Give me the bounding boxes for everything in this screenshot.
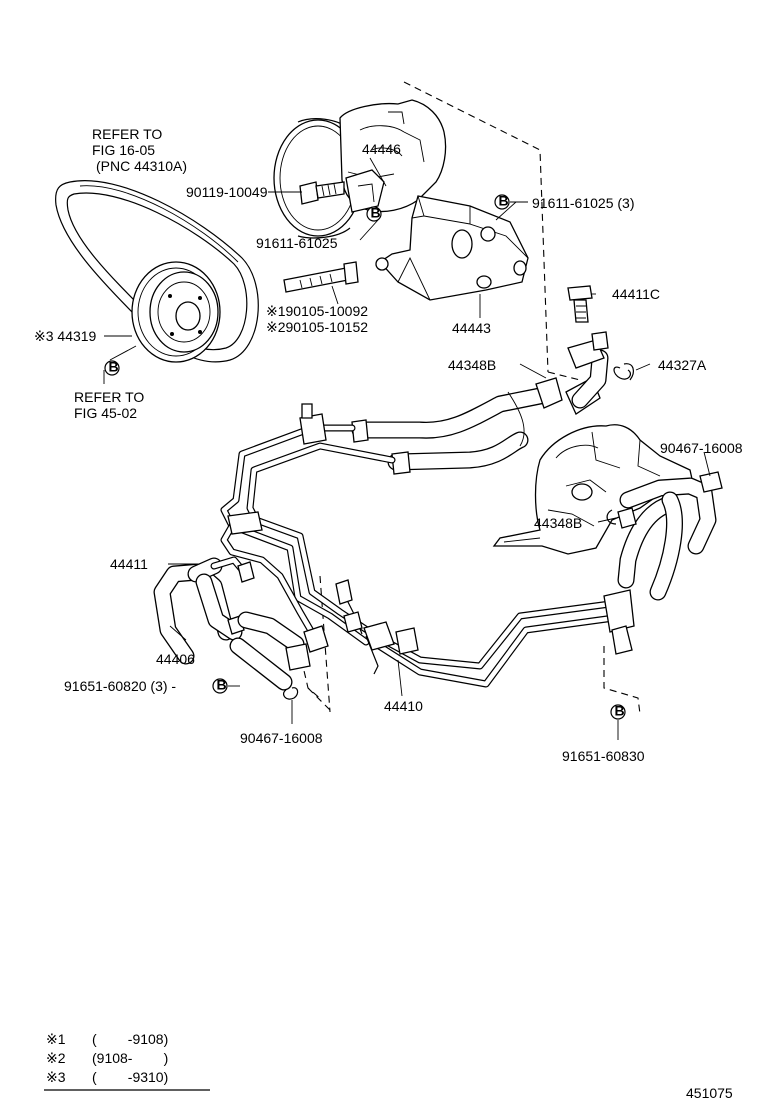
label-44348b-a: 44348B [448,357,496,373]
label-90467-16008-b: 90467-16008 [240,730,323,746]
bolt-44411c [567,285,593,323]
bolt-90119 [299,181,345,205]
bolt-90105 [283,261,359,293]
b-mark-letter: B [109,359,119,375]
leader-lines [103,157,711,740]
label-44406: 44406 [156,651,195,667]
legend-mark-1: ※1 [46,1031,66,1047]
label-44446: 44446 [362,141,401,157]
label-44443: 44443 [452,320,491,336]
label-91651-60830: 91651-60830 [562,748,645,764]
b-mark-91651-b: B [610,703,626,720]
pressure-hose-lower [606,471,723,601]
b-mark-44319: B [104,359,120,376]
clip-44327a [613,363,634,381]
label-refer-belt-3: (PNC 44310A) [96,158,187,174]
crankshaft-pulley [131,261,221,363]
pump-bracket [375,195,529,301]
label-91611-61025-b: 91611-61025 (3) [532,195,634,211]
legend-mark-3: ※3 [46,1069,66,1085]
label-90119-10049: 90119-10049 [186,184,268,200]
legend-range-3: ( -9310) [92,1069,168,1085]
label-44410: 44410 [384,698,423,714]
pressure-hose-upper [351,331,609,475]
return-hose-assembly [153,556,329,700]
legend-range-2: (9108- ) [92,1050,168,1066]
b-mark-91651-a: B [212,677,228,694]
label-90467-16008-a: 90467-16008 [660,440,743,456]
b-mark-91611-b: B [494,193,510,210]
label-44319: ※3 44319 [34,328,97,344]
figure-number: 451075 [686,1085,733,1101]
b-mark-letter: B [499,193,509,209]
label-44348b-b: 44348B [534,515,582,531]
label-44411c: 44411C [612,286,660,302]
label-refer-belt-2: FIG 16-05 [92,142,155,158]
callout-labels: REFER TO FIG 16-05 (PNC 44310A) 44446 90… [34,126,743,764]
label-190105: ※190105-10092 [266,303,368,319]
label-290105: ※290105-10152 [266,319,368,335]
label-91611-61025-a: 91611-61025 [256,235,338,251]
b-mark-91611-a: B [366,205,382,222]
pipe-assembly [220,403,635,688]
label-44327a: 44327A [658,357,707,373]
steering-gearbox [492,424,695,555]
b-mark-letter: B [371,205,381,221]
legend-range-1: ( -9108) [92,1031,168,1047]
label-refer-pulley-2: FIG 45-02 [74,405,137,421]
label-refer-pulley-1: REFER TO [74,389,144,405]
b-mark-letter: B [217,677,227,693]
vane-pump-body [339,99,447,213]
legend: ※1 ( -9108) ※2 (9108- ) ※3 ( -9310) [44,1031,210,1091]
legend-mark-2: ※2 [46,1050,66,1066]
b-mark-letter: B [615,703,625,719]
drive-belt [55,180,259,363]
label-91651-60820: 91651-60820 (3) - [64,678,176,694]
label-44411: 44411 [110,556,148,572]
label-refer-belt-1: REFER TO [92,126,162,142]
